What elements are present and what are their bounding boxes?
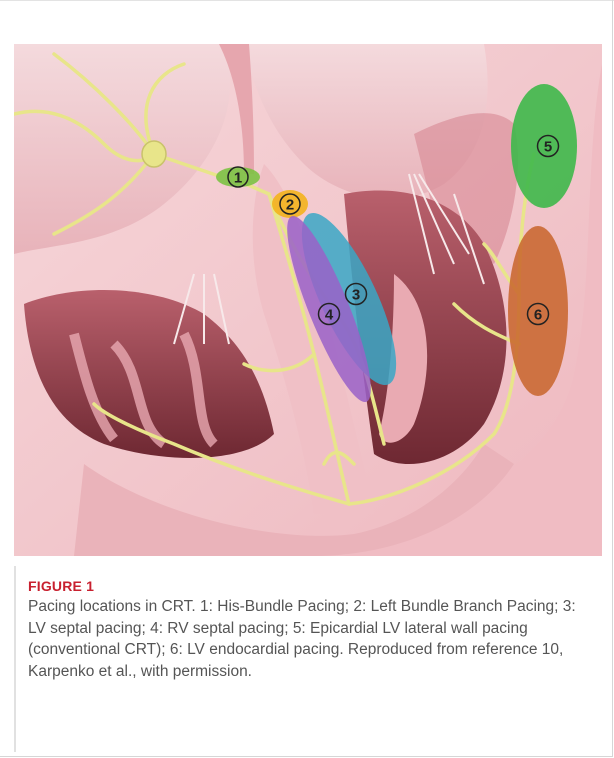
marker-text-3: 3 (352, 287, 360, 304)
figure-caption: FIGURE 1 Pacing locations in CRT. 1: His… (14, 566, 598, 752)
figure-label: FIGURE 1 (28, 578, 598, 594)
marker-text-6: 6 (534, 307, 542, 324)
marker-text-1: 1 (234, 170, 242, 187)
figure-caption-text: Pacing locations in CRT. 1: His-Bundle P… (28, 596, 588, 682)
av-node (142, 141, 166, 167)
heart-illustration: 1 2 3 4 5 6 (14, 44, 602, 556)
marker-text-5: 5 (544, 139, 552, 156)
marker-text-2: 2 (286, 197, 294, 214)
marker-text-4: 4 (325, 307, 334, 324)
